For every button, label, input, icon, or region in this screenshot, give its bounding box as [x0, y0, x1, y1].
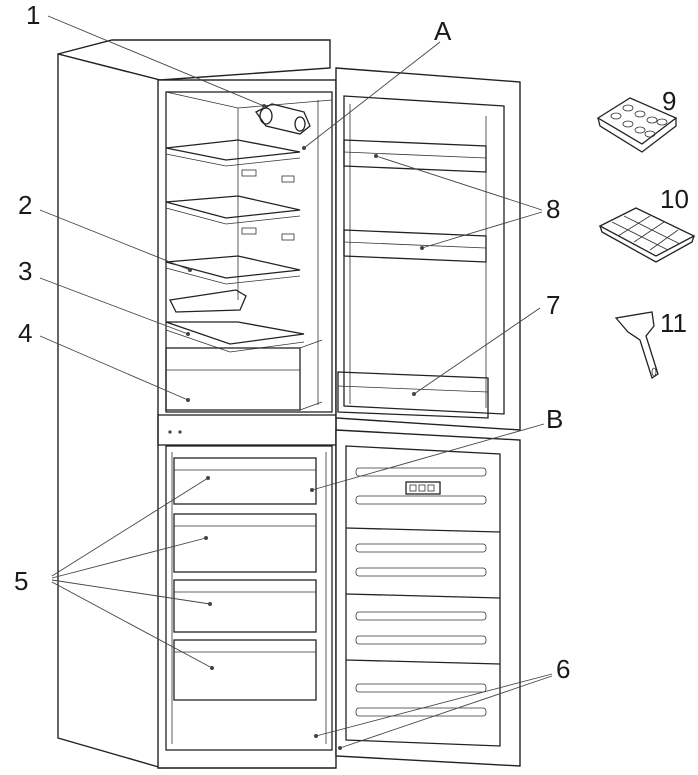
leader-lines	[39, 15, 553, 750]
freezer-door	[335, 429, 521, 767]
egg-tray	[596, 97, 678, 153]
freezer-door-panel	[335, 429, 521, 767]
fridge-cavity	[165, 91, 333, 413]
freezer-drawers	[173, 457, 317, 701]
callout-b: B	[546, 404, 563, 434]
cabinet-left-side	[57, 53, 163, 769]
callout-7: 7	[546, 290, 560, 320]
callout-9: 9	[662, 86, 676, 116]
ice-scraper	[614, 311, 659, 380]
cabinet-body	[57, 39, 337, 769]
callout-6: 6	[556, 654, 570, 684]
callout-a: A	[434, 16, 452, 46]
callout-2: 2	[18, 190, 32, 220]
callout-4: 4	[18, 318, 32, 348]
ice-tray	[598, 207, 696, 263]
callout-5: 5	[14, 566, 28, 596]
callout-labels: 1 A 2 3 4 5 6 7 8 9 10 11 B	[14, 0, 689, 684]
callout-10: 10	[660, 184, 689, 214]
fridge-door	[335, 67, 521, 431]
callout-1: 1	[26, 0, 40, 30]
fridge-door-panel	[335, 67, 521, 431]
freezer-cavity	[165, 445, 333, 751]
callout-3: 3	[18, 256, 32, 286]
callout-11: 11	[660, 308, 687, 338]
callout-8: 8	[546, 194, 560, 224]
cabinet-front-frame	[157, 79, 337, 769]
fridge-shelves	[165, 139, 305, 353]
lamp-fan-unit	[255, 103, 311, 135]
crisper-drawer	[165, 339, 323, 411]
